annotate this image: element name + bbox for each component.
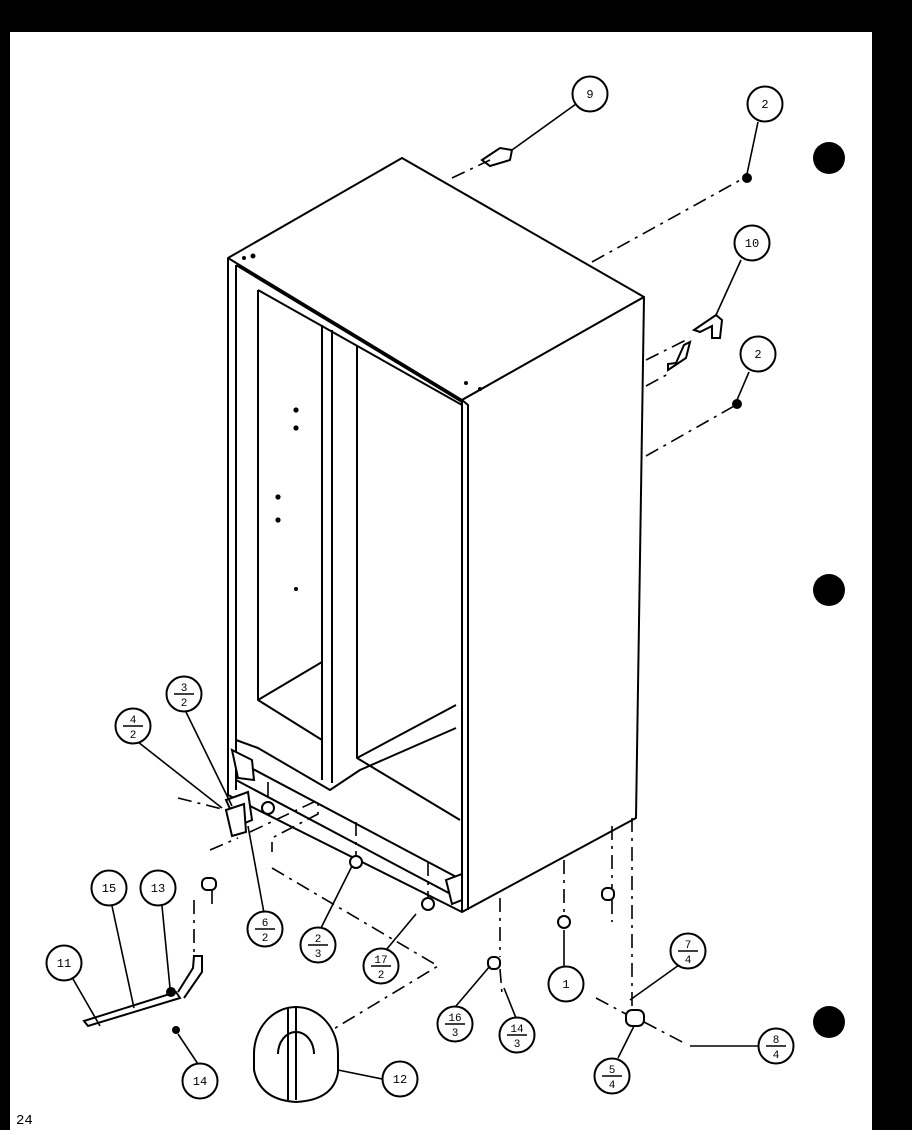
callout-c9: 9 bbox=[571, 75, 609, 113]
callout-c6_2: 62 bbox=[246, 910, 284, 948]
callout-number: 2 bbox=[754, 348, 761, 362]
mounting-holes bbox=[242, 253, 482, 591]
callout-number: 5 bbox=[609, 1065, 616, 1077]
assembly-dash-lines bbox=[177, 159, 745, 1045]
callout-c8_4: 84 bbox=[757, 1027, 795, 1065]
callout-quantity: 2 bbox=[181, 698, 188, 710]
callout-c2a: 2 bbox=[746, 85, 784, 123]
callout-quantity: 4 bbox=[773, 1050, 780, 1062]
callout-number: 8 bbox=[773, 1035, 780, 1047]
callout-circle bbox=[739, 335, 777, 373]
callout-circle bbox=[547, 965, 585, 1003]
callout-c15: 15 bbox=[90, 869, 128, 907]
callout-number: 16 bbox=[448, 1013, 461, 1025]
callout-c11: 11 bbox=[45, 944, 83, 982]
callout-circle bbox=[181, 1062, 219, 1100]
small-parts bbox=[201, 146, 752, 1027]
callout-number: 1 bbox=[562, 978, 569, 992]
binder-holes bbox=[813, 142, 845, 1038]
callout-c16_3: 163 bbox=[436, 1005, 474, 1043]
callout-c2_3: 23 bbox=[299, 926, 337, 964]
callout-c13: 13 bbox=[139, 869, 177, 907]
callout-circle bbox=[139, 869, 177, 907]
refrigerator-cabinet bbox=[227, 157, 645, 913]
callout-number: 2 bbox=[315, 934, 322, 946]
callout-number: 17 bbox=[374, 955, 387, 967]
callout-c14_3: 143 bbox=[498, 1016, 536, 1054]
leader-lines bbox=[72, 103, 764, 1080]
callout-c7_4: 74 bbox=[669, 932, 707, 970]
page-number: 24 bbox=[16, 1113, 33, 1129]
callout-circle bbox=[45, 944, 83, 982]
callout-c1: 1 bbox=[547, 965, 585, 1003]
callout-quantity: 3 bbox=[315, 949, 322, 961]
callout-number: 6 bbox=[262, 918, 269, 930]
callout-circle bbox=[90, 869, 128, 907]
callout-number: 9 bbox=[586, 88, 593, 102]
callout-quantity: 2 bbox=[378, 970, 385, 982]
callout-c5_4: 54 bbox=[593, 1057, 631, 1095]
callout-number: 11 bbox=[57, 957, 71, 971]
callout-circle bbox=[733, 224, 771, 262]
callout-c3_2: 32 bbox=[165, 675, 203, 713]
callout-quantity: 4 bbox=[685, 955, 692, 967]
compressor-grommet bbox=[253, 1006, 339, 1104]
callout-number: 14 bbox=[193, 1075, 207, 1089]
callout-quantity: 3 bbox=[514, 1039, 521, 1051]
callout-number: 3 bbox=[181, 683, 188, 695]
callout-c2b: 2 bbox=[739, 335, 777, 373]
callout-number: 4 bbox=[130, 715, 137, 727]
callout-number: 10 bbox=[745, 237, 759, 251]
callout-number: 2 bbox=[761, 98, 768, 112]
callout-quantity: 2 bbox=[262, 933, 269, 945]
callout-number: 15 bbox=[102, 882, 116, 896]
tube-assembly bbox=[82, 955, 203, 1034]
callout-quantity: 2 bbox=[130, 730, 137, 742]
callout-number: 13 bbox=[151, 882, 165, 896]
callout-number: 12 bbox=[393, 1073, 407, 1087]
callout-c10: 10 bbox=[733, 224, 771, 262]
callout-c14: 14 bbox=[181, 1062, 219, 1100]
callout-c12: 12 bbox=[381, 1060, 419, 1098]
callout-number: 14 bbox=[510, 1024, 524, 1036]
callout-number: 7 bbox=[685, 940, 692, 952]
callout-circle bbox=[381, 1060, 419, 1098]
callout-circle bbox=[746, 85, 784, 123]
callout-c4_2: 42 bbox=[114, 707, 152, 745]
callout-quantity: 4 bbox=[609, 1080, 616, 1092]
callout-quantity: 3 bbox=[452, 1028, 459, 1040]
callout-c17_2: 172 bbox=[362, 947, 400, 985]
callout-circle bbox=[571, 75, 609, 113]
